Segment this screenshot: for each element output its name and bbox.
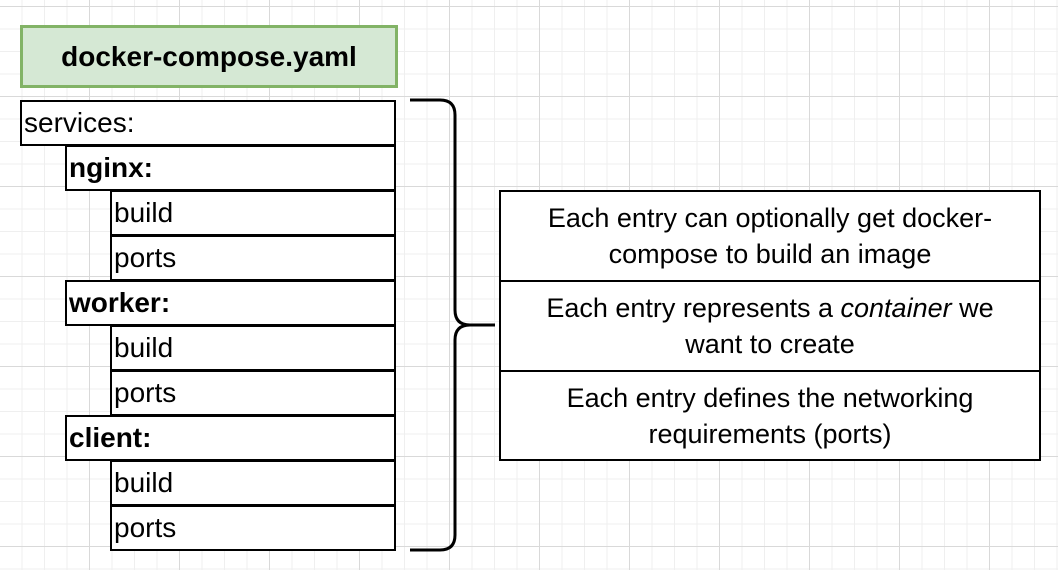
file-title-box: docker-compose.yaml — [20, 25, 398, 88]
tree-row-client-ports: ports — [110, 505, 396, 551]
tree-row-nginx-build: build — [110, 190, 396, 236]
tree-row-worker: worker: — [65, 280, 396, 326]
tree-row-client-build: build — [110, 460, 396, 506]
tree-row-nginx-ports: ports — [110, 235, 396, 281]
tree-row-worker-ports: ports — [110, 370, 396, 416]
file-title: docker-compose.yaml — [61, 40, 357, 72]
note-build: Each entry can optionally get docker-com… — [499, 190, 1041, 282]
tree-row-nginx: nginx: — [65, 145, 396, 191]
note-container: Each entry represents a container we wan… — [499, 280, 1041, 372]
note-ports: Each entry defines the networking requir… — [499, 370, 1041, 461]
tree-row-client: client: — [65, 415, 396, 461]
tree-row-worker-build: build — [110, 325, 396, 371]
